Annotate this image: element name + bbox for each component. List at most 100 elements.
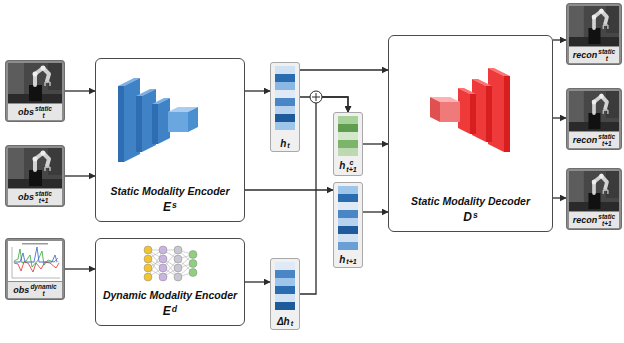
script-stack: statict (598, 49, 615, 62)
math-symbol: reconstatict+1 (573, 214, 615, 227)
symbol-base: D (463, 211, 472, 225)
math-symbol: reconstatict (573, 49, 615, 62)
node-content: ht+1 (339, 254, 357, 266)
symbol-base: obs (13, 285, 29, 295)
node-content: obsstatict+1 (18, 191, 52, 204)
math-symbol: obsstatict+1 (18, 191, 52, 204)
flow-arrow (245, 189, 333, 190)
subscript: t+1 (598, 221, 615, 227)
robot-image (566, 168, 622, 230)
symbol-base: recon (573, 50, 598, 60)
subscript: t+1 (346, 166, 357, 173)
robot-image (5, 145, 65, 207)
script-stack: d (172, 305, 177, 319)
robot-image (566, 88, 622, 150)
cnn-decoder-graphic (430, 68, 510, 152)
node-content: reconstatict+1 (573, 134, 615, 147)
node-content: hct+1 (339, 159, 357, 173)
symbol-base: h (339, 160, 345, 172)
flow-arrow (245, 90, 270, 91)
node-title: Static Modality Decoder (411, 195, 530, 208)
superscript: s (172, 201, 177, 210)
math-symbol: Δht (277, 316, 293, 328)
math-symbol: reconstatict+1 (573, 134, 615, 147)
decoder-box: Static Modality DecoderDs (388, 35, 553, 232)
neural-net-graphic (144, 246, 197, 281)
superscript: s (473, 211, 478, 220)
signal-plot (5, 238, 65, 300)
math-symbol: Ed (163, 305, 177, 319)
math-symbol: Ds (463, 211, 477, 225)
symbol-line: Es (163, 200, 177, 215)
latent-vector: ht+1 (333, 182, 363, 268)
subscript: t (598, 56, 615, 62)
subscript: t+1 (598, 141, 615, 147)
cnn-encoder-graphic (118, 78, 198, 162)
node-content: ht (280, 138, 290, 150)
flow-arrow (65, 175, 95, 176)
script-stack: statict+1 (598, 214, 615, 227)
math-symbol: ht (280, 138, 290, 150)
latent-vector: hct+1 (333, 112, 363, 176)
flow-arrow (65, 90, 95, 91)
script-stack: ct+1 (346, 159, 357, 173)
symbol-base: obs (18, 192, 34, 202)
subscript: t (35, 113, 52, 119)
script-stack: t (287, 138, 289, 150)
script-stack: s (172, 201, 177, 215)
sum-junction (310, 91, 322, 103)
observation-image: obsstatict+1 (5, 145, 65, 207)
latent-vector: ht (270, 62, 300, 152)
robot-image (5, 60, 65, 122)
subscript: t+1 (346, 258, 357, 265)
symbol-base: recon (573, 135, 598, 145)
subscript: t+1 (35, 198, 52, 204)
superscript: d (172, 305, 177, 314)
flow-arrow (300, 69, 388, 70)
script-stack: statict (35, 106, 52, 119)
vector-graphic (333, 182, 363, 268)
node-title: Dynamic Modality Encoder (103, 289, 237, 302)
subscript: t (30, 291, 56, 297)
flow-arrow (300, 97, 348, 112)
script-stack: statict+1 (598, 134, 615, 147)
symbol-base: E (163, 201, 171, 215)
math-symbol: hct+1 (339, 159, 357, 173)
symbol-base: obs (18, 107, 34, 117)
flow-arrow (363, 143, 388, 144)
vector-graphic (270, 258, 300, 330)
node-content: reconstatict (573, 49, 615, 62)
flow-arrow (65, 268, 95, 269)
node-content: Static Modality EncoderEs (110, 185, 229, 215)
symbol-base: E (163, 305, 171, 319)
script-stack: s (473, 211, 478, 225)
math-symbol: obsstatict (18, 106, 52, 119)
reconstruction-image: reconstatict+1 (566, 88, 622, 150)
node-content: reconstatict+1 (573, 214, 615, 227)
node-content: Static Modality DecoderDs (411, 195, 530, 225)
symbol-base: Δh (277, 316, 290, 328)
vector-graphic (333, 112, 363, 176)
flow-arrow (363, 211, 388, 212)
script-stack: dynamict (30, 284, 56, 297)
math-symbol: Es (163, 201, 177, 215)
flow-arrow (553, 39, 566, 40)
script-stack: statict+1 (35, 191, 52, 204)
latent-vector: Δht (270, 258, 300, 330)
encoder-box: Dynamic Modality EncoderEd (95, 238, 245, 326)
node-content: Dynamic Modality EncoderEd (103, 289, 237, 319)
superscript: c (346, 159, 357, 166)
observation-image: obsstatict (5, 60, 65, 122)
subscript: t (287, 142, 289, 149)
vector-graphic (270, 62, 300, 152)
symbol-base: h (280, 138, 286, 150)
node-content: obsstatict (18, 106, 52, 119)
symbol-line: Ed (163, 304, 177, 319)
script-stack: t+1 (346, 254, 357, 266)
reconstruction-image: reconstatict (566, 3, 622, 65)
symbol-line: Ds (463, 210, 477, 225)
node-content: Δht (277, 316, 293, 328)
observation-plot: obsdynamict (5, 238, 65, 300)
